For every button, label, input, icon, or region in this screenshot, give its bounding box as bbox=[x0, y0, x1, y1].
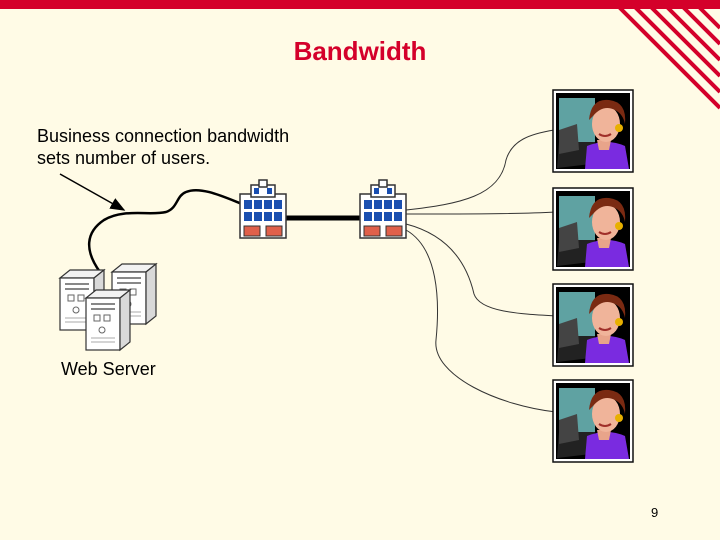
corner-stripes bbox=[610, 0, 720, 110]
user-at-computer-icon bbox=[552, 379, 634, 463]
slide-title: Bandwidth bbox=[293, 36, 427, 66]
page-number: 9 bbox=[651, 505, 659, 520]
top-accent-bar bbox=[0, 0, 720, 9]
server-label: Web Server bbox=[61, 359, 156, 379]
caption-line: sets number of users. bbox=[37, 148, 211, 168]
user-at-computer-icon bbox=[552, 283, 634, 367]
server-cluster-icon bbox=[59, 263, 157, 351]
caption: Business connection bandwidth sets numbe… bbox=[37, 125, 289, 169]
user-at-computer-icon bbox=[552, 187, 634, 271]
caption-line: Business connection bandwidth bbox=[37, 126, 290, 146]
user-links bbox=[405, 129, 557, 413]
building-icon bbox=[359, 179, 407, 239]
server-link bbox=[87, 188, 243, 273]
building-icon bbox=[239, 179, 287, 239]
pointer-arrow bbox=[59, 173, 126, 211]
user-at-computer-icon bbox=[552, 89, 634, 173]
